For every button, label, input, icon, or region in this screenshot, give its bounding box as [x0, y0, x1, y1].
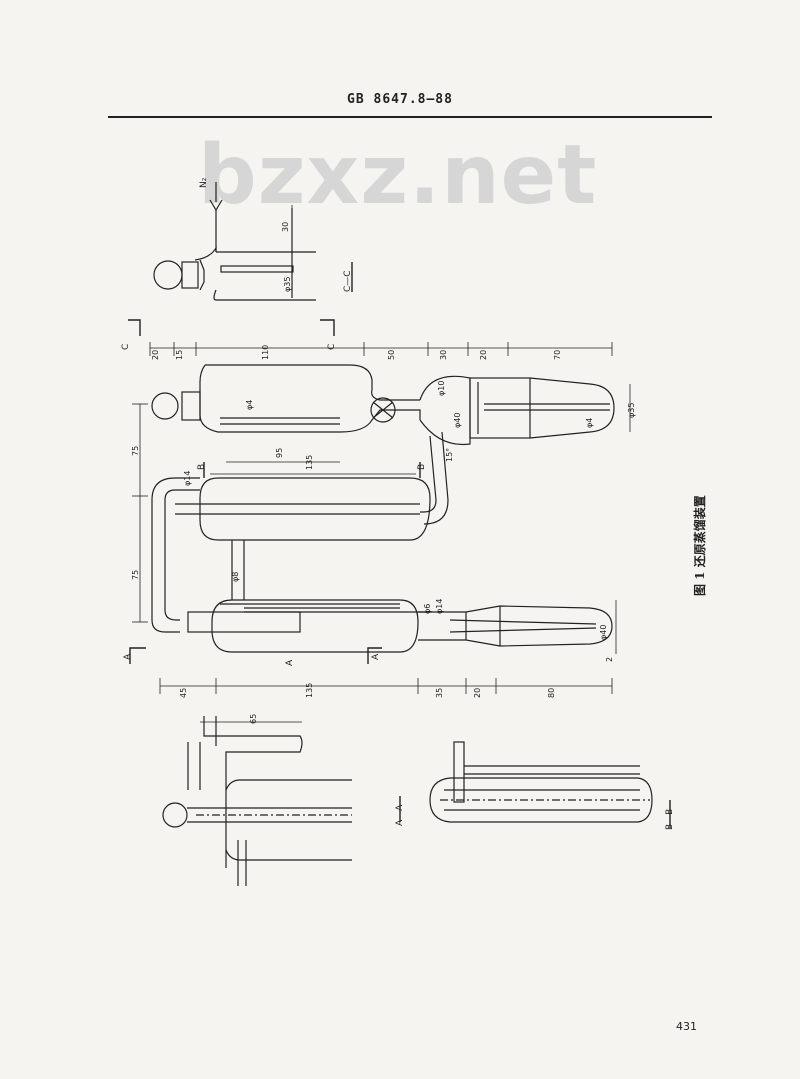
mark-a-left: A: [123, 653, 133, 660]
main-apparatus: [151, 364, 615, 653]
dim-phi35-right: φ35: [627, 403, 636, 418]
section-bb-label: B—B: [665, 809, 675, 830]
section-aa-label: A—A: [395, 804, 405, 826]
dim-bottom-45: 45: [179, 688, 188, 698]
dim-phi14-mid: φ14: [183, 471, 192, 486]
section-cc-label: C—C: [343, 270, 353, 292]
section-bb-view: [429, 741, 653, 823]
dim-top-110: 110: [261, 345, 270, 360]
mark-b-left: B: [197, 464, 207, 470]
dim-top-50: 50: [387, 350, 396, 360]
mark-b-right: B: [417, 464, 427, 470]
dim-aa-65: 65: [249, 714, 258, 724]
dim-bottom-135: 135: [305, 683, 314, 698]
figure-caption: 图 1 还原蒸馏装置: [692, 495, 707, 596]
dim-angle15: 15°: [445, 448, 454, 462]
dim-95: 95: [275, 448, 284, 458]
dim-phi4-right: φ4: [585, 418, 594, 428]
mark-c-right: C: [327, 344, 337, 350]
dim-phi40-bottom: φ40: [599, 625, 608, 640]
section-marks: [128, 262, 671, 828]
dim-75-lower: 75: [131, 570, 140, 580]
dim-bottom-20: 20: [473, 688, 482, 698]
dim-phi4: φ4: [245, 400, 254, 410]
dim-phi14-bottom: φ14: [435, 599, 444, 614]
dim-top-15: 15: [175, 350, 184, 360]
page-number: 431: [676, 1020, 697, 1033]
mark-c-left: C: [121, 344, 131, 350]
section-aa-view: [162, 716, 352, 886]
dim-phi6: φ6: [423, 604, 432, 614]
standard-code: GB 8647.8—88: [347, 92, 453, 107]
dimension-lines: [132, 205, 631, 723]
dim-cc-phi35: φ35: [283, 277, 292, 292]
dim-top-20: 20: [151, 350, 160, 360]
mark-a-right: A: [371, 653, 381, 660]
dim-75-upper: 75: [131, 446, 140, 456]
dim-135-mid: 135: [305, 455, 314, 470]
dim-2: 2: [605, 657, 614, 662]
dim-top-20b: 20: [479, 350, 488, 360]
dim-cc-30: 30: [281, 222, 290, 232]
dim-phi40: φ40: [453, 413, 462, 428]
dim-bottom-35: 35: [435, 688, 444, 698]
watermark: bzxz.net: [198, 128, 598, 223]
dim-bottom-80: 80: [547, 688, 556, 698]
header-rule: [108, 116, 712, 118]
dim-phi8: φ8: [231, 572, 240, 582]
mark-a-mid: A: [285, 659, 295, 666]
dim-phi10: φ10: [437, 381, 446, 396]
gas-label: N₂: [199, 177, 209, 188]
dim-top-70: 70: [553, 350, 562, 360]
dim-top-30: 30: [439, 350, 448, 360]
